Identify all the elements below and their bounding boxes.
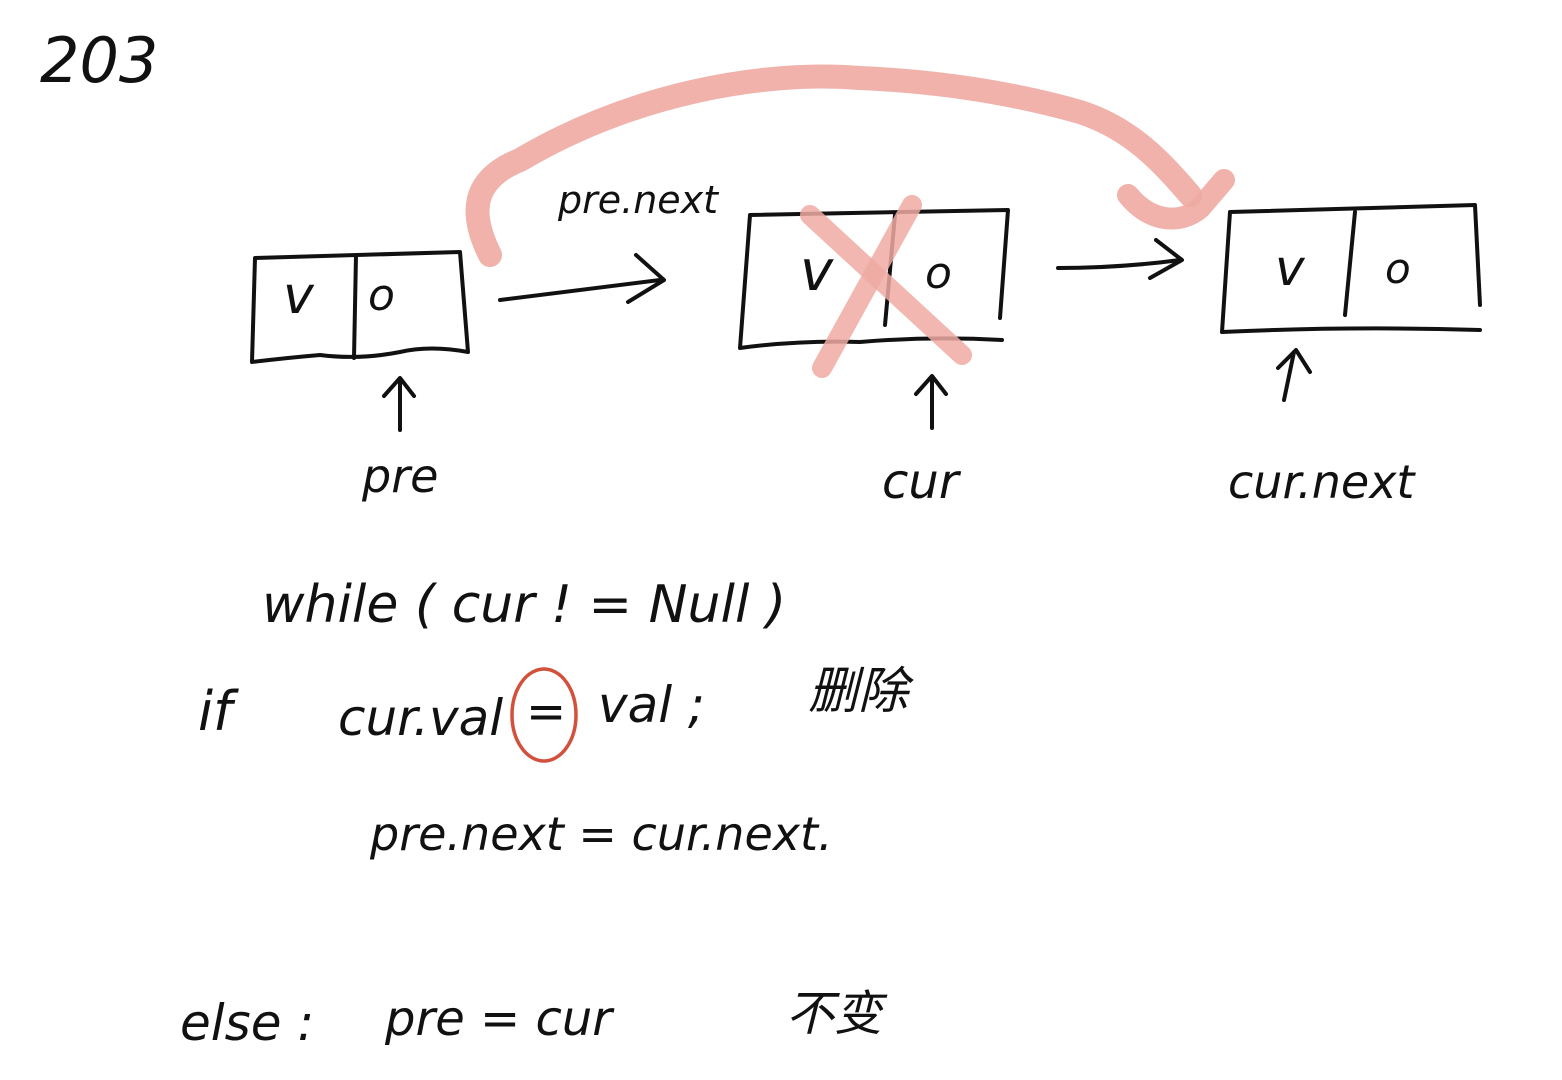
bypass-arrow [465, 64, 1235, 267]
pointer-label: pre [361, 449, 438, 503]
list-node-cur-next: v o [1220, 203, 1482, 334]
node-value-label: v [800, 239, 834, 304]
arrow-head [626, 253, 666, 304]
code-if-lhs: cur.val [338, 689, 503, 747]
code-if-operator: = [526, 684, 566, 740]
operator-circle-mark [510, 667, 578, 763]
arrow-head [1148, 238, 1184, 280]
node-box [250, 250, 470, 364]
code-if-rhs: val ; [598, 676, 705, 734]
code-keyword-else: else : [180, 994, 314, 1052]
arrow-pre-to-cur [498, 253, 666, 304]
cross-stroke-1 [800, 205, 972, 365]
node-divider [352, 253, 358, 360]
arrow-shaft [498, 278, 662, 302]
cross-stroke-2 [812, 195, 922, 378]
node-next-label: o [368, 270, 395, 321]
code-note-unchanged: 不变 [786, 986, 888, 1042]
arrow-shaft [1056, 258, 1182, 270]
pointer-pre: pre [361, 376, 438, 503]
pointer-up-arrow [1276, 348, 1312, 402]
list-node-pre: v o [250, 250, 470, 364]
page-number: 203 [40, 24, 158, 97]
code-line-assign: pre.next = cur.next. [369, 807, 833, 861]
delete-cross-mark [800, 195, 972, 378]
pointer-up-arrow [914, 374, 948, 430]
arrow-label-pre-next: pre.next [557, 178, 720, 222]
pointer-cur-next: cur.next [1228, 348, 1416, 509]
bypass-arc [465, 64, 1202, 267]
node-box [1220, 203, 1482, 334]
node-value-label: v [283, 266, 315, 326]
arrow-cur-to-next [1056, 238, 1184, 280]
code-else-stmt: pre = cur [384, 991, 615, 1047]
pointer-cur: cur [882, 374, 962, 510]
bypass-arrowhead [1117, 169, 1235, 230]
node-next-label: o [1385, 244, 1411, 293]
code-note-delete: 删除 [808, 662, 914, 720]
pointer-label: cur.next [1228, 455, 1416, 509]
node-next-label: o [925, 248, 952, 299]
code-line-while: while ( cur ! = Null ) [262, 575, 786, 635]
pointer-label: cur [882, 454, 962, 510]
code-keyword-if: if [198, 680, 239, 743]
pointer-up-arrow [382, 376, 416, 432]
node-divider [1343, 210, 1357, 317]
node-value-label: v [1275, 239, 1306, 297]
